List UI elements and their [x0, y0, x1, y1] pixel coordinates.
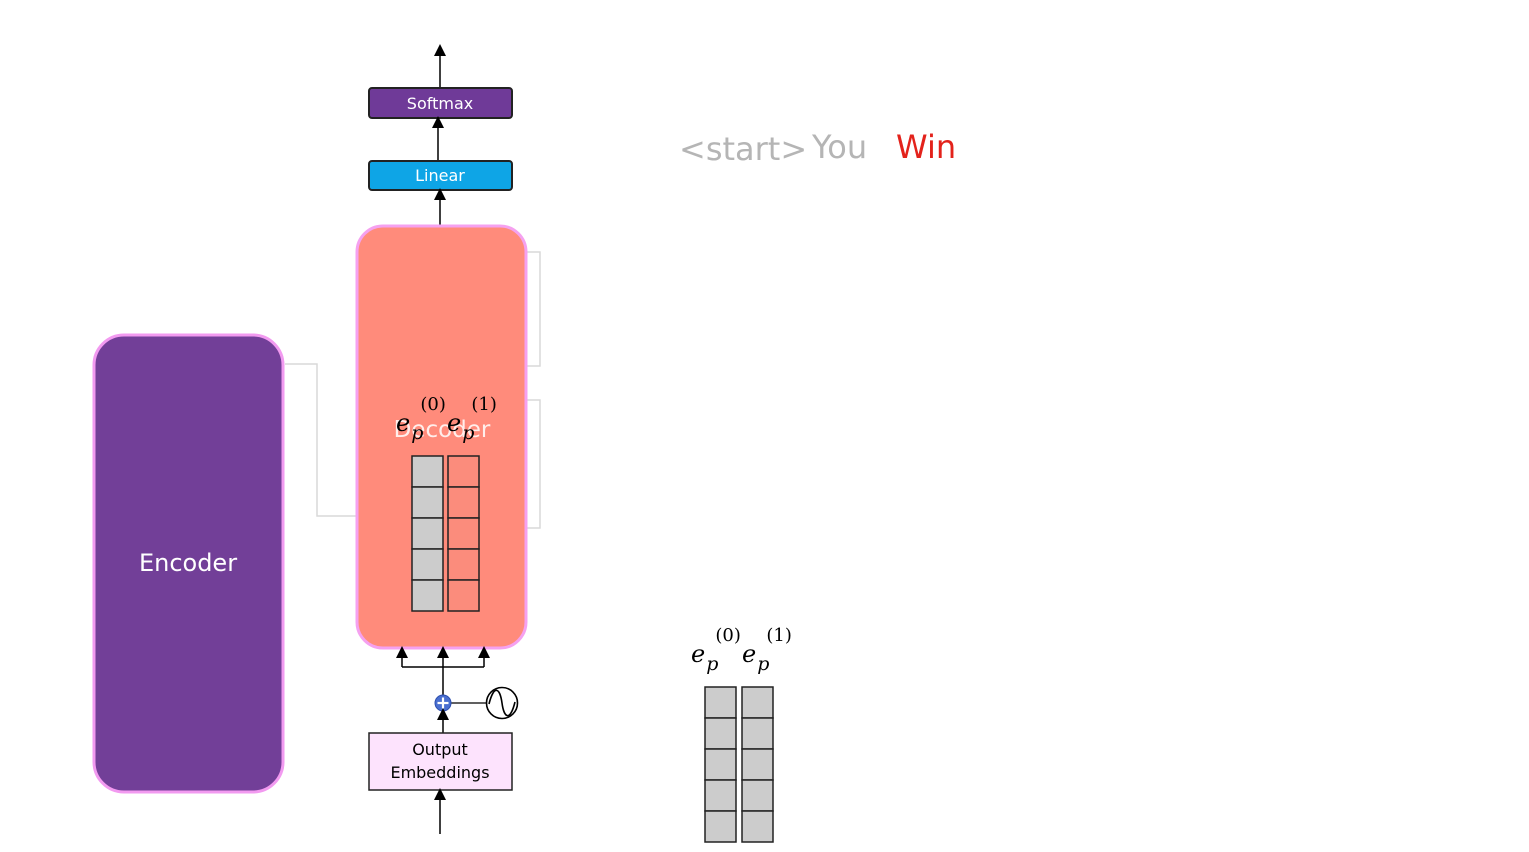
decoder-block: Decoder: [355, 224, 528, 650]
standalone-label-e0: ep(0): [691, 625, 741, 675]
output-embeddings-label-line1: Output: [412, 740, 468, 759]
encoder-label: Encoder: [139, 549, 237, 577]
sine-wave-icon: [485, 686, 519, 720]
vector-cell: [704, 686, 737, 719]
decoder-vector-red: [447, 455, 480, 612]
output-embeddings-label-line2: Embeddings: [390, 763, 489, 782]
output-embeddings-block: Output Embeddings: [368, 732, 513, 791]
vector-cell: [447, 579, 480, 612]
standalone-vector-1: [741, 686, 774, 843]
plus-icon: [434, 694, 452, 712]
vector-cell: [704, 779, 737, 812]
vector-cell: [741, 686, 774, 719]
encoder-block: Encoder: [92, 333, 285, 794]
softmax-label: Softmax: [407, 94, 473, 113]
token-win: Win: [896, 128, 956, 166]
vector-cell: [447, 517, 480, 550]
decoder-embedding-labels: ep(0) ep(1): [396, 394, 497, 444]
decoder-label-e0: ep(0): [396, 394, 446, 444]
vector-cell: [411, 579, 444, 612]
vector-cell: [447, 548, 480, 581]
linear-block: Linear: [368, 160, 513, 191]
vector-cell: [447, 455, 480, 488]
output-embeddings-box: [368, 732, 513, 791]
vector-cell: [741, 717, 774, 750]
standalone-vector-0: [704, 686, 737, 843]
vector-cell: [411, 486, 444, 519]
faint-connectors: [285, 251, 541, 529]
vector-cell: [704, 748, 737, 781]
vector-cell: [411, 548, 444, 581]
vector-cell: [704, 810, 737, 843]
linear-label: Linear: [415, 166, 465, 185]
encoder-box: [92, 333, 285, 794]
standalone-label-e1: ep(1): [742, 625, 792, 675]
token-you: You: [811, 128, 867, 166]
vector-cell: [741, 748, 774, 781]
decoder-input-arrows: [396, 646, 490, 697]
decoder-vector-gray: [411, 455, 444, 612]
decoder-label: Decoder: [394, 417, 491, 443]
softmax-block: Softmax: [368, 87, 513, 119]
token-start: <start>: [679, 130, 807, 168]
vector-cell: [704, 717, 737, 750]
vector-cell: [447, 486, 480, 519]
vector-cell: [411, 455, 444, 488]
decoder-label-e1: ep(1): [447, 394, 497, 444]
vector-cell: [741, 779, 774, 812]
standalone-embedding-labels: ep(0) ep(1): [691, 625, 792, 675]
token-sequence: <start> You Win: [679, 128, 956, 168]
vector-cell: [741, 810, 774, 843]
vector-cell: [411, 517, 444, 550]
